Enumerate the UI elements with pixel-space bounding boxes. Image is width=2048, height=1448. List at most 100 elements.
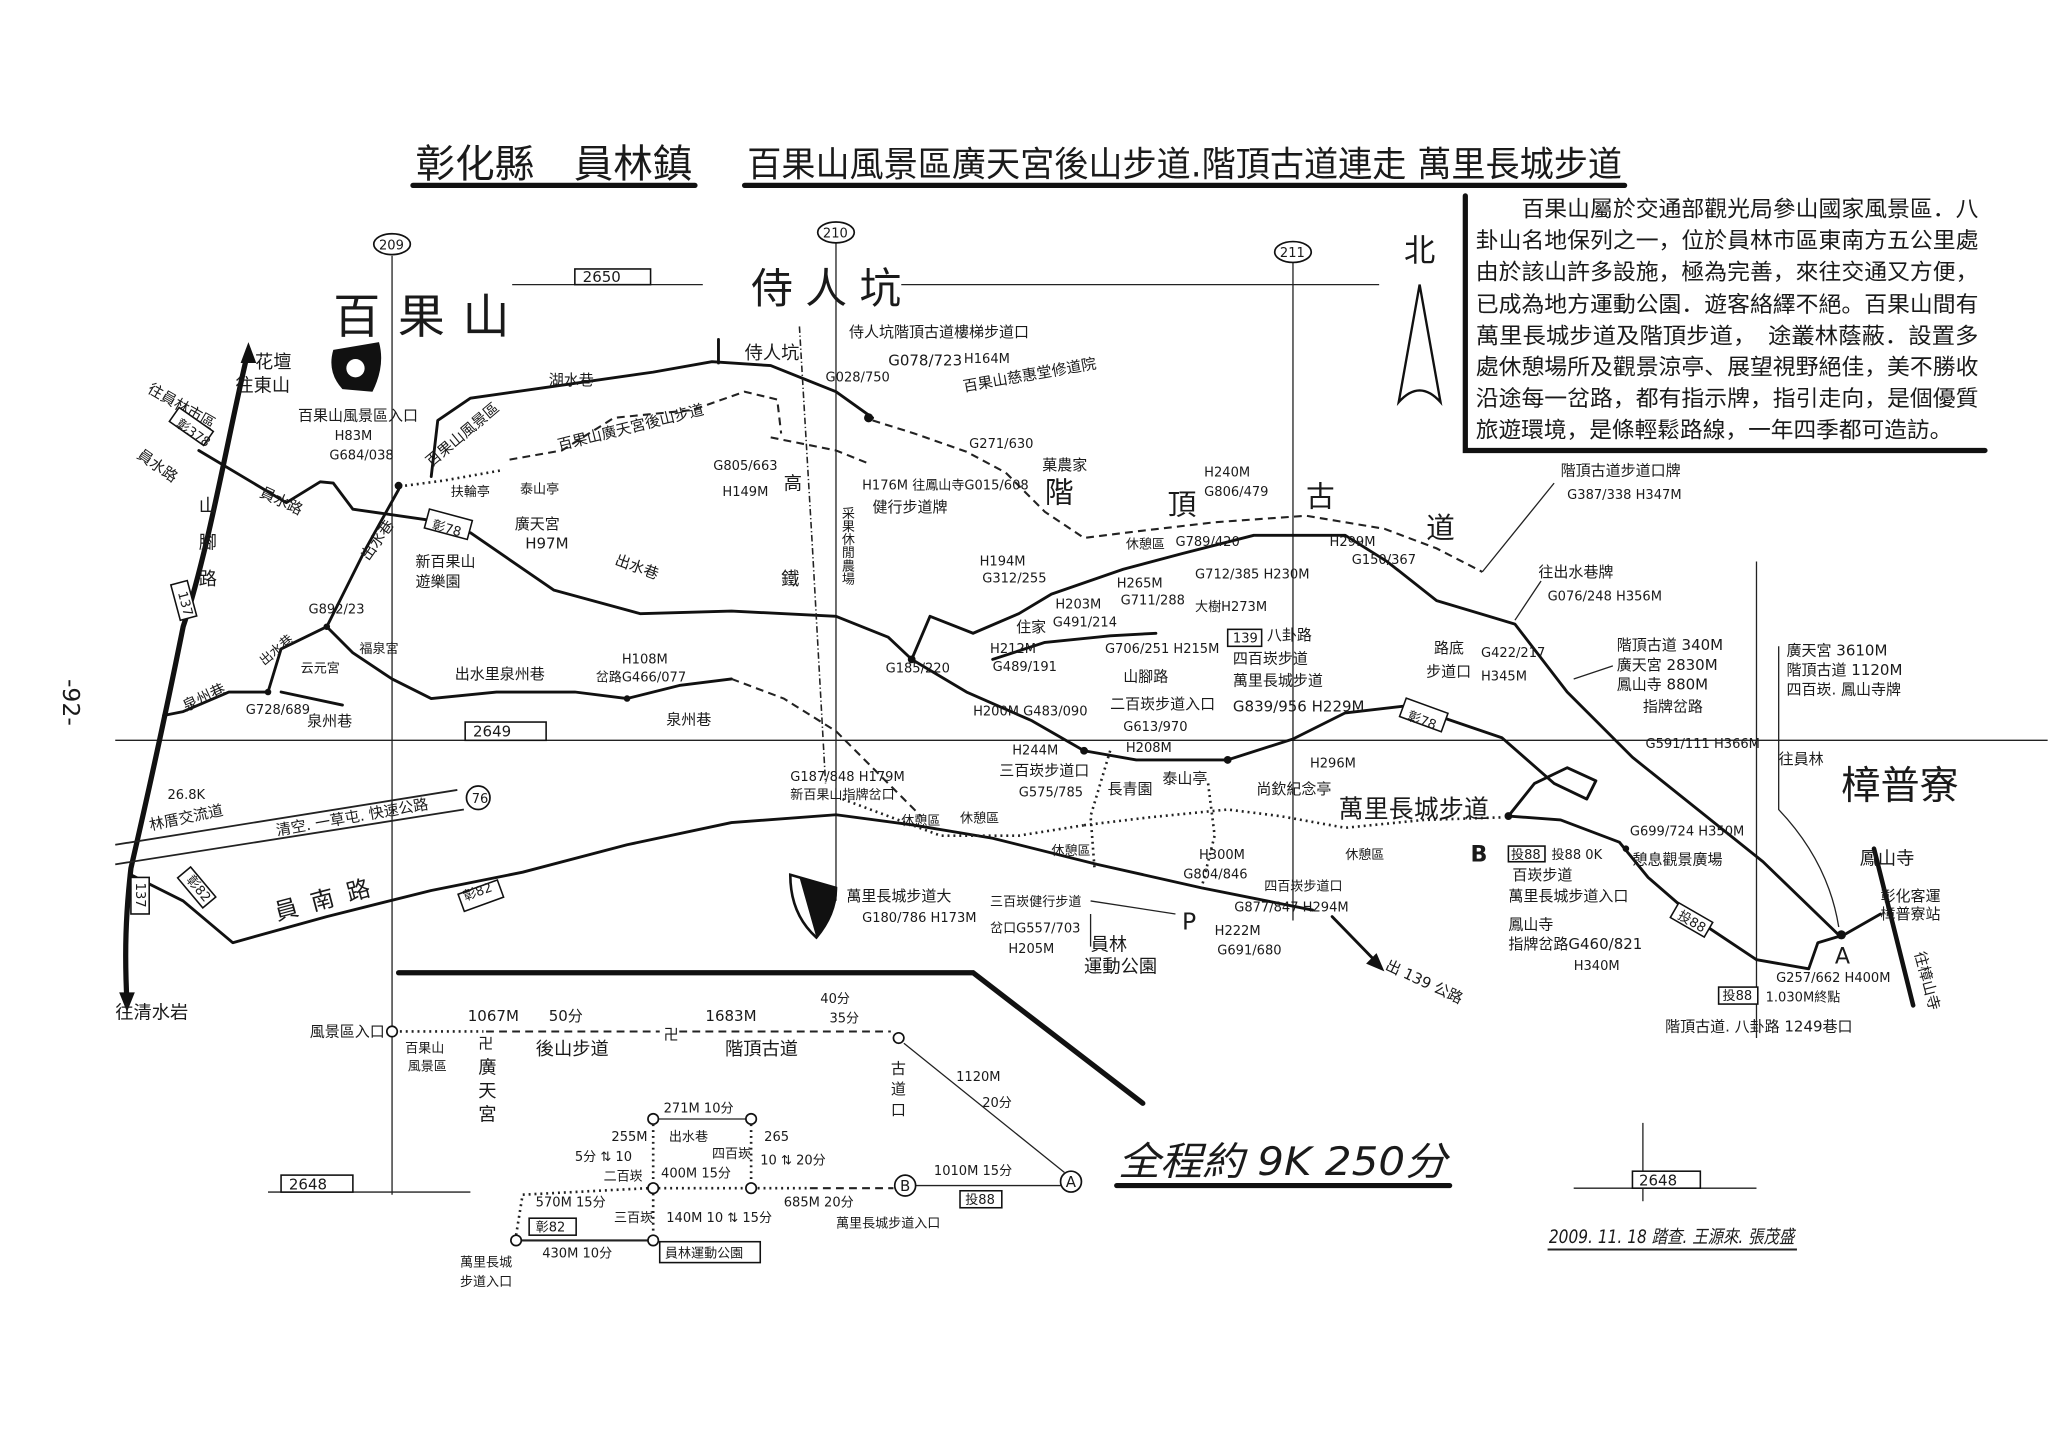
marker-a: A xyxy=(1835,944,1850,970)
grid-label-2648-right: 2648 xyxy=(1639,1172,1677,1190)
grid-label-2650: 2650 xyxy=(583,268,621,286)
title-route: 百果山風景區廣天宮後山步道.階頂古道連走 萬里長城步道 xyxy=(747,144,1622,185)
node-a xyxy=(1836,930,1846,940)
place-sports-park: 運動公園 xyxy=(1084,957,1157,978)
place-bus-stop: 樟普寮站 xyxy=(1881,905,1941,923)
place-fuquan: 福泉宮 xyxy=(359,641,398,657)
summary-dist: 1683M xyxy=(705,1007,756,1025)
jieding-char: 道 xyxy=(1426,511,1455,545)
waypoint-gps: G150/367 xyxy=(1352,553,1416,568)
trail-back-mountain xyxy=(509,390,870,465)
place-fengshan-temple: 鳳山寺 xyxy=(1860,848,1915,869)
road-chushui: 出水巷 xyxy=(613,551,661,583)
park-boundary xyxy=(1089,900,1176,947)
summary-time: 20分 xyxy=(982,1096,1012,1111)
waypoint-elev: H340M xyxy=(1574,959,1620,974)
jieding-char: 頂 xyxy=(1168,487,1197,521)
summary-time: 50分 xyxy=(549,1007,583,1025)
north-arrow-icon xyxy=(1396,284,1443,407)
summary-sanbaikan: 三百崁 xyxy=(614,1211,653,1226)
road-shanjiao-2: 山腳路 xyxy=(1123,668,1168,686)
waypoint-end: 1.030M終點 xyxy=(1766,989,1841,1005)
waypoint-chushui-sign: 往出水巷牌 xyxy=(1538,563,1613,581)
north-arrow: 北 xyxy=(1396,233,1443,407)
place-guangtian-h: H97M xyxy=(525,534,568,552)
trail-great-wall-label: 萬里長城步道 xyxy=(1339,794,1489,823)
road-quanzhou: 泉州巷 xyxy=(307,712,352,730)
place-fulun: 扶輪亭 xyxy=(451,484,490,500)
node-g699 xyxy=(1622,845,1630,852)
waypoint-gps: G728/689 xyxy=(246,703,310,718)
rest-area: 休憩區 xyxy=(1051,843,1090,859)
summary-start-sub: 百果山 xyxy=(405,1041,444,1056)
summary-a: A xyxy=(1066,1173,1077,1191)
summary-dist: 265 xyxy=(764,1130,789,1145)
roads xyxy=(115,326,1916,1106)
waypoint-b: 鳳山寺 xyxy=(1508,916,1553,934)
info-line: 沿途每一岔路，都有指示牌，指引走向，是個優質 xyxy=(1476,386,1979,412)
waypoint-fork-sign: 廣天宮 2830M xyxy=(1617,656,1718,674)
summary-node xyxy=(385,1025,399,1038)
summary-time: 35分 xyxy=(829,1011,859,1026)
waypoint-elev: H240M xyxy=(1204,466,1250,481)
place-hsr: 高 xyxy=(784,474,802,495)
summary-erbaikan: 二百崁 xyxy=(604,1169,643,1184)
waypoint-road-end: 步道口 xyxy=(1426,662,1471,680)
place-new-park: 新百果山 xyxy=(416,553,476,571)
waypoint-elev: H296M xyxy=(1310,757,1356,772)
summary-time: 140M 10 ⇅ 15分 xyxy=(666,1211,772,1226)
grid-marker-210 xyxy=(816,221,856,244)
waypoint-gps: G804/846 xyxy=(1183,868,1247,883)
place-shangqin: 尚欽紀念亭 xyxy=(1256,780,1331,798)
road-quanzhou: 泉州巷 xyxy=(666,711,711,729)
summary-marker-b xyxy=(893,1174,917,1197)
waypoint-elev: H205M xyxy=(1008,942,1054,957)
place-huatan: 花壇 xyxy=(255,352,292,373)
summary-node xyxy=(647,1182,660,1195)
high-speed-rail xyxy=(798,326,827,784)
summary-line xyxy=(903,1042,1065,1174)
node-erbaikan xyxy=(1080,746,1088,755)
place-taishan-2: 泰山亭 xyxy=(1162,769,1207,787)
waypoint-stair-entry: 侍人坑階頂古道樓梯步道口 xyxy=(849,323,1029,341)
place-big-tree: 大樹H273M xyxy=(1195,600,1267,615)
waypoint-gps: G078/723 xyxy=(888,352,962,370)
road-box-tou88-b xyxy=(1669,901,1714,939)
waypoint-gps: G613/970 xyxy=(1123,720,1187,735)
waypoint-elev: H108M xyxy=(622,652,668,667)
node-g728 xyxy=(264,688,272,696)
summary-node xyxy=(745,1182,758,1195)
waypoint-fork-sign: 階頂古道 340M xyxy=(1617,636,1723,654)
place-sports-park: 員林 xyxy=(1091,935,1128,956)
road-box-137-lower xyxy=(130,876,150,915)
place-scenic-area: 百果山風景區 xyxy=(422,399,503,471)
summary-guangtian: 廣 xyxy=(478,1057,496,1078)
marker-b: B xyxy=(1471,842,1488,868)
grid-label-211: 211 xyxy=(1280,246,1305,261)
waypoint-sibaikan: 萬里長城步道 xyxy=(1233,671,1323,689)
summary-chushui: 出水巷 xyxy=(669,1130,708,1145)
road-137-lower-label: 137 xyxy=(132,883,147,908)
trail-scenic-entry xyxy=(404,468,504,488)
info-line: 卦山名地保列之一，位於員林市區東南方五公里處 xyxy=(1476,228,1979,254)
grid-label-209: 209 xyxy=(379,238,404,253)
waypoint-elev: H164M xyxy=(964,352,1010,367)
place-residence: 住家 xyxy=(1016,618,1046,636)
waypoint-hiking-sign: 健行步道牌 xyxy=(873,498,948,516)
road-yuanshui-chushui xyxy=(197,449,1882,971)
summary-wall-entry: 萬里長城 xyxy=(460,1256,512,1271)
waypoint-elev: H265M xyxy=(1117,577,1163,592)
grid-marker-211 xyxy=(1273,240,1313,264)
place-changqing: 長青園 xyxy=(1108,780,1153,798)
summary-node xyxy=(892,1031,905,1045)
summary-guangtian: 卍 xyxy=(478,1034,493,1052)
info-line: 百果山屬於交通部觀光局參山國家風景區．八 xyxy=(1521,197,1978,223)
waypoint-gps: G422/217 xyxy=(1481,646,1545,661)
waypoint-b: 指牌岔路G460/821 xyxy=(1508,935,1642,953)
road-quanzhou: 泉州巷 xyxy=(180,680,228,715)
road-tou88-c-label: 投88 xyxy=(1723,988,1753,1004)
waypoint-entrance: 百果山風景區入口 xyxy=(298,406,418,424)
bus-road xyxy=(1871,846,1916,1008)
pointer-line xyxy=(1573,665,1614,680)
